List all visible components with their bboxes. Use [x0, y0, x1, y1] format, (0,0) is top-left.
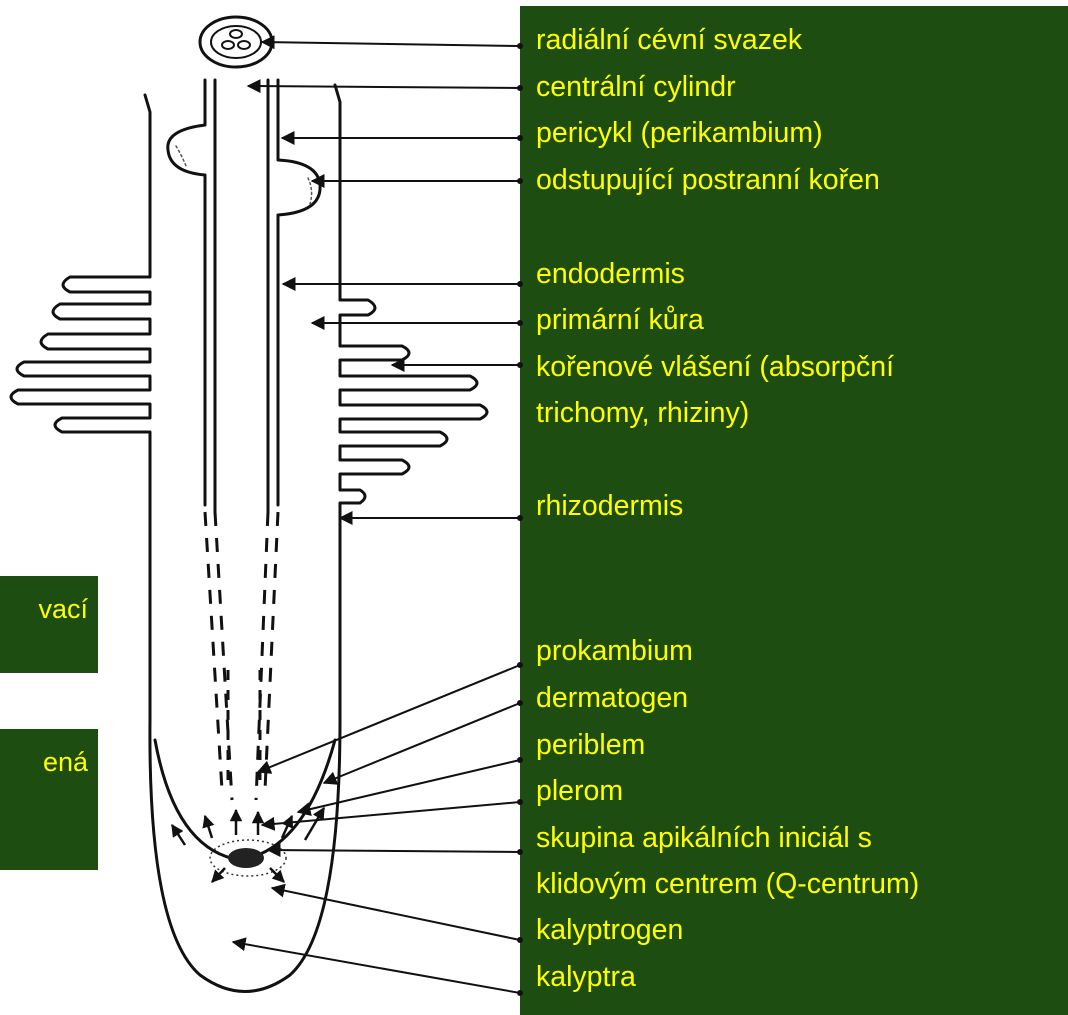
label-kalyptrogen: kalyptrogen — [536, 916, 683, 945]
label-radialni: radiální cévní svazek — [536, 26, 802, 55]
label-rhizodermis: rhizodermis — [536, 492, 683, 521]
label-dermatogen: dermatogen — [536, 684, 688, 713]
label-endodermis: endodermis — [536, 260, 685, 289]
label-odstupujici: odstupující postranní kořen — [536, 166, 880, 195]
label-kalyptra: kalyptra — [536, 963, 636, 992]
label-korenove-1: kořenové vlášení (absorpční — [536, 353, 894, 382]
label-pericykl: pericykl (perikambium) — [536, 119, 823, 148]
central-cylinder — [168, 80, 320, 512]
label-skupina-1: skupina apikálních iniciál s — [536, 824, 872, 853]
label-skupina-2: klidovým centrem (Q-centrum) — [536, 870, 919, 899]
label-periblem: periblem — [536, 731, 645, 760]
label-korenove-2: trichomy, rhiziny) — [536, 399, 749, 428]
leader-lines — [233, 42, 520, 993]
label-prokambium: prokambium — [536, 637, 693, 666]
procambium-dashes — [205, 512, 278, 800]
label-plerom: plerom — [536, 777, 623, 806]
label-centralni: centrální cylindr — [536, 73, 736, 102]
cross-section-icon — [200, 17, 272, 67]
leader-dots — [517, 43, 523, 996]
label-primarni: primární kůra — [536, 306, 704, 335]
